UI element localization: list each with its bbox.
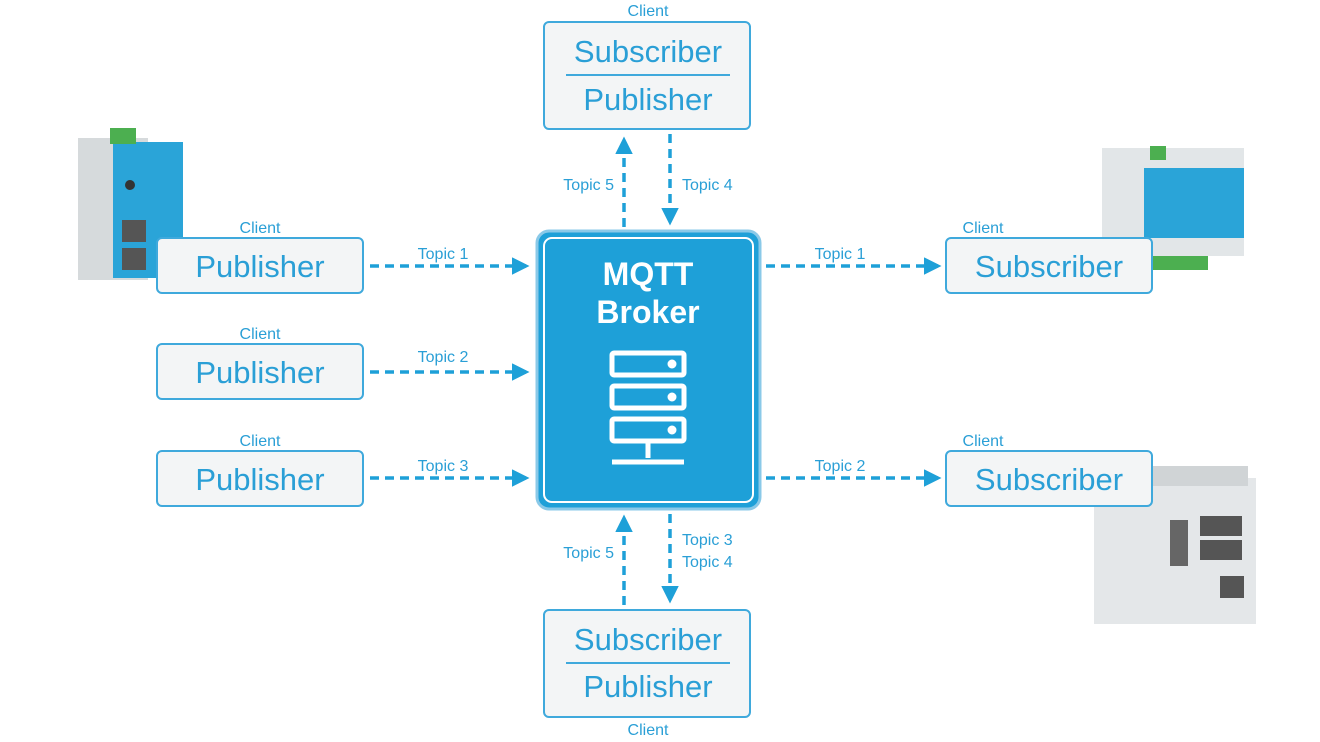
publisher-1-topic: Topic 1 — [418, 246, 469, 263]
top-client: Client Subscriber Publisher — [543, 3, 751, 130]
publisher-client-3: Client Publisher — [156, 433, 364, 507]
publisher-2-topic: Topic 2 — [418, 349, 469, 366]
server-stack-icon — [609, 350, 687, 465]
subscriber-1-caption: Client — [963, 220, 1004, 237]
publisher-2-caption: Client — [240, 326, 281, 343]
publisher-client-1: Client Publisher — [156, 220, 364, 294]
subscriber-2-topic: Topic 2 — [815, 458, 866, 475]
top-client-subscriber-label: Subscriber — [574, 34, 722, 69]
publisher-3-label: Publisher — [195, 462, 324, 497]
publisher-3-topic: Topic 3 — [418, 458, 469, 475]
subscriber-1-label: Subscriber — [975, 249, 1123, 284]
publisher-1-label: Publisher — [195, 249, 324, 284]
bottom-client-subscriber-label: Subscriber — [574, 622, 722, 657]
left-device-illustration — [78, 128, 183, 280]
broker-title-line1: MQTT — [603, 256, 694, 292]
bottom-topic-down-label-2: Topic 4 — [682, 554, 733, 571]
publisher-1-caption: Client — [240, 220, 281, 237]
top-topic-up-label: Topic 5 — [563, 177, 614, 194]
subscriber-1-topic: Topic 1 — [815, 246, 866, 263]
top-topic-down-label: Topic 4 — [682, 177, 733, 194]
subscriber-client-2: Client Subscriber — [945, 433, 1153, 507]
right-bottom-device-illustration — [1094, 466, 1256, 624]
publisher-3-caption: Client — [240, 433, 281, 450]
publisher-client-2: Client Publisher — [156, 326, 364, 400]
bottom-topic-down-label-1: Topic 3 — [682, 532, 733, 549]
publisher-2-label: Publisher — [195, 355, 324, 390]
subscriber-2-caption: Client — [963, 433, 1004, 450]
bottom-topic-up-label: Topic 5 — [563, 545, 614, 562]
top-client-publisher-label: Publisher — [583, 82, 712, 117]
bottom-client-caption: Client — [628, 722, 669, 739]
subscriber-client-1: Client Subscriber — [945, 220, 1153, 294]
bottom-client: Subscriber Publisher Client — [543, 609, 751, 739]
mqtt-broker: MQTT Broker — [535, 229, 762, 511]
top-client-caption: Client — [628, 3, 669, 20]
bottom-client-publisher-label: Publisher — [583, 669, 712, 704]
subscriber-2-label: Subscriber — [975, 462, 1123, 497]
broker-title-line2: Broker — [596, 294, 699, 330]
